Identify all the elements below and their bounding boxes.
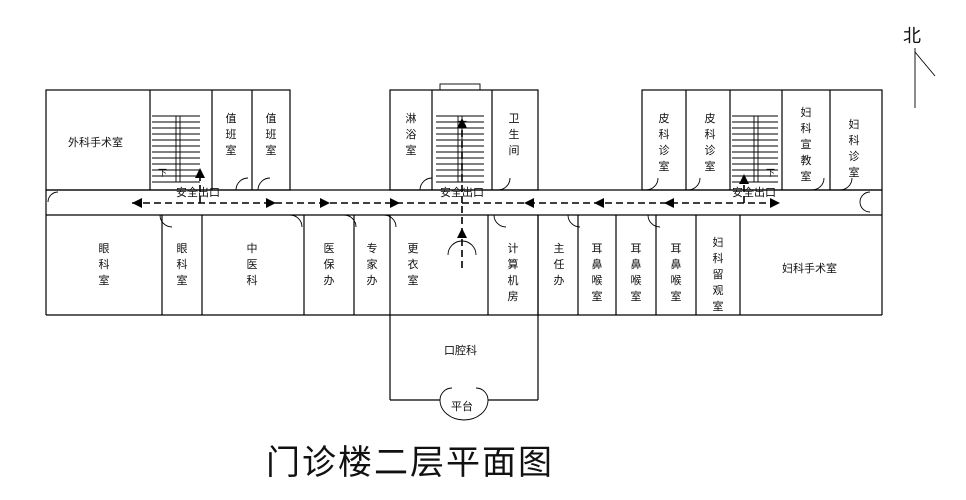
north-arrow: 北 <box>903 26 936 108</box>
stair-mark-right: 下 <box>766 169 775 179</box>
room-eye-2: 眼科室 <box>177 242 188 287</box>
bottom-room-dividers <box>161 215 741 316</box>
room-surgery-right: 妇科手术室 <box>782 261 837 275</box>
room-derm-1: 皮科诊室 <box>659 112 670 173</box>
room-duty-2: 值班室 <box>266 112 277 157</box>
room-tcm: 中医科 <box>247 242 258 287</box>
room-changing: 更衣室 <box>408 242 419 287</box>
north-label: 北 <box>903 26 921 47</box>
exit-label-left: 安全出口 <box>176 185 220 199</box>
staircase-left <box>152 115 200 183</box>
room-insurance: 医保办 <box>324 242 335 287</box>
room-director: 主任办 <box>554 242 565 287</box>
evacuation-route <box>132 118 780 268</box>
platform: 平台 <box>439 387 489 421</box>
room-ent-2: 耳鼻喉室 <box>631 242 642 303</box>
room-toilet: 卫生间 <box>509 112 520 157</box>
platform-label: 平台 <box>451 399 473 413</box>
room-eye-1: 眼科室 <box>99 242 110 287</box>
exit-label-center: 安全出口 <box>440 185 484 199</box>
exit-label-right: 安全出口 <box>732 185 776 199</box>
room-duty-1: 值班室 <box>226 112 237 157</box>
room-surgery-left: 外科手术室 <box>68 135 123 149</box>
room-derm-2: 皮科诊室 <box>705 112 716 173</box>
room-ent-3: 耳鼻喉室 <box>671 242 682 303</box>
room-gyn-obs: 妇科留观室 <box>713 236 724 313</box>
room-ent-1: 耳鼻喉室 <box>592 242 603 303</box>
room-dental: 口腔科 <box>444 343 477 357</box>
room-computer: 计算机房 <box>508 242 519 303</box>
room-bath: 淋浴室 <box>406 112 417 157</box>
staircase-right <box>732 115 778 183</box>
room-gyn-clinic: 妇科诊室 <box>849 118 860 179</box>
room-gyn-edu: 妇科宣教室 <box>801 106 812 183</box>
doors <box>47 177 871 256</box>
top-room-dividers <box>149 83 831 190</box>
room-expert: 专家办 <box>367 241 378 287</box>
stair-mark-left: 下 <box>158 169 167 179</box>
plan-title: 门诊楼二层平面图 <box>266 443 554 483</box>
